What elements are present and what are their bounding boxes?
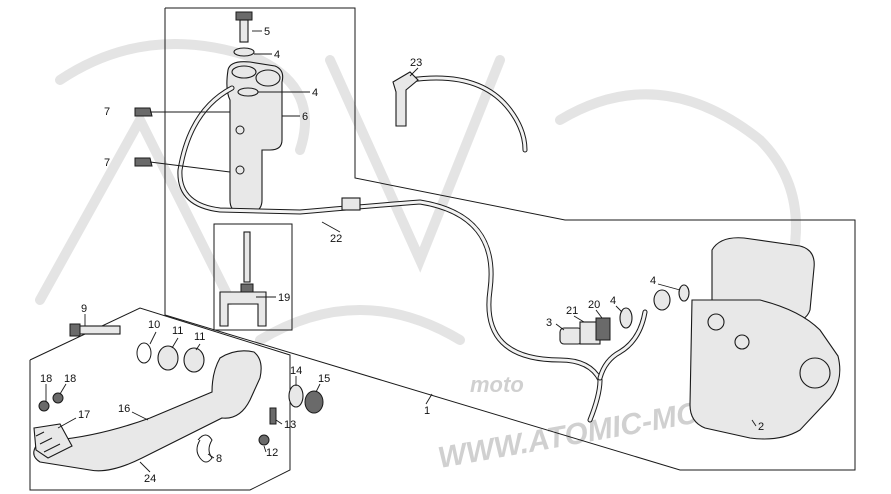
- cylinder-cap: [255, 69, 281, 87]
- washer-4-upper: [678, 284, 690, 302]
- brake-hoses: [177, 71, 648, 423]
- watermark-brand: moto: [470, 372, 524, 397]
- callout-17: 17: [78, 409, 90, 421]
- bushing-11-a: [157, 345, 179, 371]
- callout-21: 21: [566, 305, 578, 317]
- bracket-hole: [799, 357, 831, 389]
- callout-7-upper: 7: [104, 106, 110, 118]
- nut-12: [258, 434, 270, 446]
- callout-12: 12: [266, 447, 278, 459]
- callout-4-middle: 4: [312, 87, 318, 99]
- callout-15: 15: [318, 373, 330, 385]
- nut-15: [304, 390, 324, 414]
- callout-18-b: 18: [64, 373, 76, 385]
- callout-labels: 5 4 4 6 7 7 23 22 19 9 10 11 11 3 21 20 …: [40, 26, 764, 485]
- bleed-cap-3: [559, 327, 583, 345]
- callout-1: 1: [424, 405, 430, 417]
- section-frames: [29, 7, 856, 491]
- callout-16: 16: [118, 403, 130, 415]
- push-rod-nut: [240, 283, 254, 293]
- washer-lower: [237, 87, 259, 97]
- caliper-pin-lower: [734, 334, 750, 350]
- callout-4-caliper: 4: [610, 295, 616, 307]
- watermark: moto WWW.ATOMIC-MOTO.FR: [35, 39, 801, 475]
- bushing-11-b: [183, 347, 205, 373]
- bleed-nipple-20: [595, 317, 611, 341]
- bolt-18-a: [38, 400, 50, 412]
- hose-elbow-23: [392, 71, 419, 127]
- callout-10: 10: [148, 319, 160, 331]
- callout-2: 2: [758, 421, 764, 433]
- caliper-pin-upper: [707, 313, 725, 331]
- reservoir-port: [231, 65, 257, 79]
- callout-5: 5: [264, 26, 270, 38]
- caliper-fittings: [559, 284, 690, 345]
- washer-upper: [233, 47, 255, 57]
- callout-11-b: 11: [194, 331, 205, 343]
- callout-3: 3: [546, 317, 552, 329]
- circlip-10: [136, 342, 152, 364]
- return-spring-8: [196, 434, 213, 463]
- washer-14: [288, 384, 304, 408]
- callout-11-a: 11: [172, 325, 183, 337]
- callout-24: 24: [144, 473, 156, 485]
- callout-13: 13: [284, 419, 296, 431]
- push-rod-assembly: [219, 231, 267, 327]
- clevis: [219, 291, 267, 327]
- callout-4-banjo: 4: [650, 275, 656, 287]
- banjo-fitting: [653, 289, 671, 311]
- pivot-bolt-head: [69, 323, 81, 337]
- leader-lines: [45, 30, 757, 473]
- master-cylinder-assembly: [134, 11, 284, 213]
- callout-6: 6: [302, 111, 308, 123]
- bolt-18-b: [52, 392, 64, 404]
- bolt-13: [269, 407, 277, 425]
- pedal-pivot-bolt-9: [75, 325, 121, 335]
- brake-pedal-24: [33, 350, 262, 472]
- callout-4-upper: 4: [274, 49, 280, 61]
- banjo-bolt-shank: [239, 19, 249, 43]
- callout-22: 22: [330, 233, 342, 245]
- brake-pedal-assembly: [33, 323, 324, 472]
- callout-8: 8: [216, 453, 222, 465]
- callout-7-lower: 7: [104, 157, 110, 169]
- callout-19: 19: [278, 292, 290, 304]
- hose-sleeve: [341, 197, 361, 211]
- bolt-7-upper: [134, 107, 153, 117]
- rear-caliper: [689, 237, 841, 440]
- banjo-bolt-head: [235, 11, 253, 21]
- callout-20: 20: [588, 299, 600, 311]
- callout-14: 14: [290, 365, 302, 377]
- washer-4-caliper: [619, 307, 633, 329]
- push-rod: [243, 231, 251, 283]
- bolt-7-lower: [134, 157, 153, 167]
- callout-18-a: 18: [40, 373, 52, 385]
- callout-9: 9: [81, 303, 87, 315]
- caliper-bracket-2: [689, 299, 841, 440]
- callout-23: 23: [410, 57, 422, 69]
